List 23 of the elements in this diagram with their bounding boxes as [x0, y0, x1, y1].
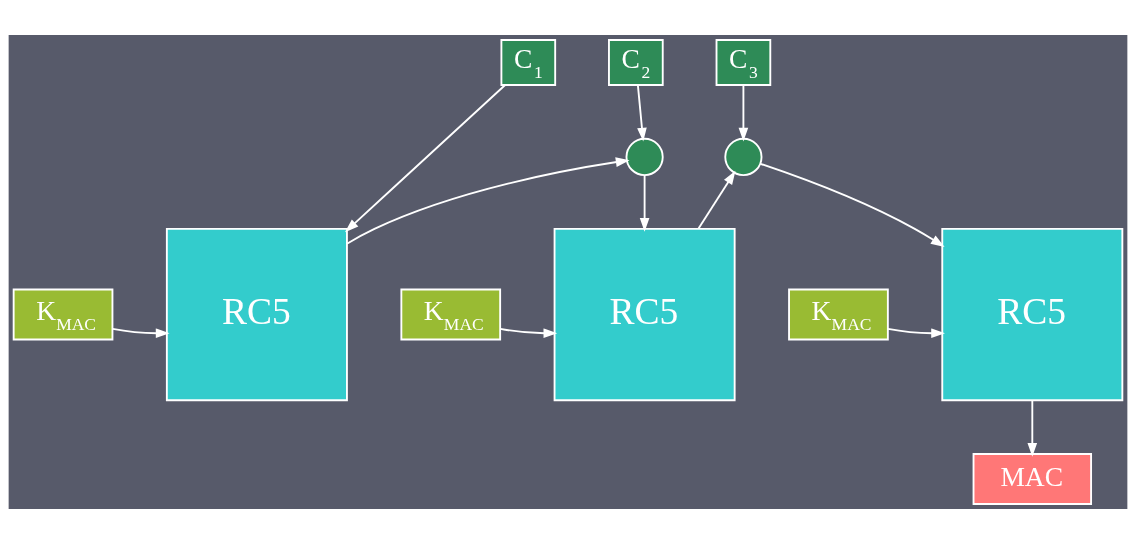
- arrow: [499, 327, 558, 338]
- node-box: K$_{MAC}$: [400, 288, 502, 340]
- arrow: [697, 170, 736, 230]
- node-box: K$_{MAC}$: [788, 288, 889, 340]
- arrow: [759, 162, 945, 247]
- node-box: C$_{3}$: [715, 38, 772, 86]
- arrow: [639, 173, 650, 232]
- arrow: [346, 156, 630, 245]
- node-box: MAC: [972, 452, 1093, 505]
- node-box: K$_{MAC}$: [12, 288, 114, 340]
- node-box: C$_{1}$: [500, 38, 557, 86]
- node-circle: [724, 137, 763, 176]
- node-box: RC5: [553, 227, 736, 401]
- node-box: RC5: [165, 227, 348, 401]
- arrow: [111, 327, 170, 338]
- arrow: [887, 327, 945, 338]
- node-box: C$_{2}$: [608, 38, 664, 86]
- arrow: [1027, 399, 1038, 457]
- node-circle: [625, 137, 664, 176]
- arrow: [636, 83, 647, 142]
- arrow: [344, 83, 507, 232]
- node-box: RC5: [941, 227, 1124, 401]
- arrow: [738, 83, 749, 142]
